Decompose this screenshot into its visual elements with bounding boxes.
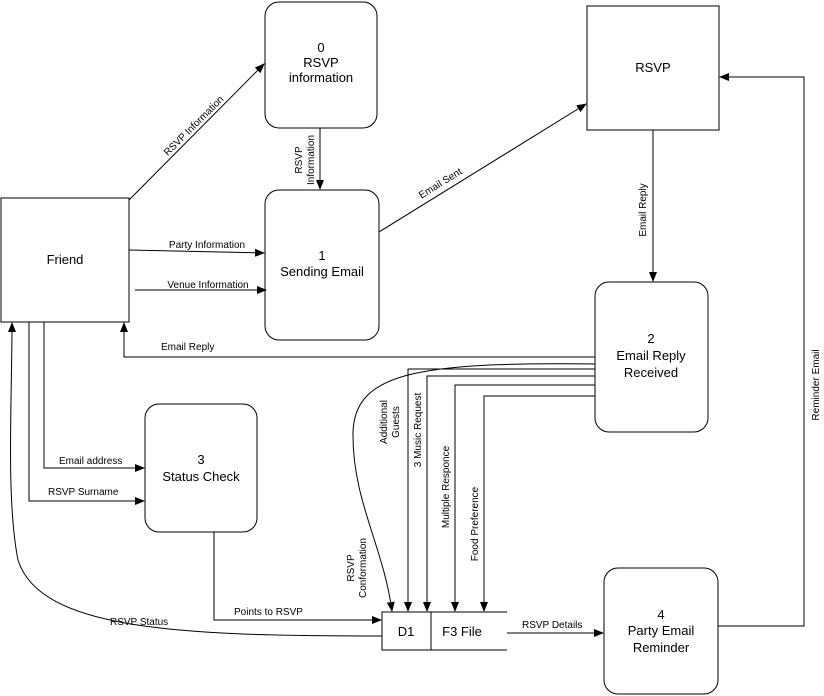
flow-party-information: Party Information xyxy=(128,240,265,257)
flow-venue-information-label: Venue Information xyxy=(167,280,248,291)
flow-music-request: 3 Music Request xyxy=(413,375,595,612)
entity-rsvp-label: RSVP xyxy=(635,60,670,75)
flow-multiple-responce-label: Multiple Responce xyxy=(441,445,452,528)
process-2-line1: Email Reply xyxy=(616,348,686,363)
flow-email-address: Email address xyxy=(43,322,145,472)
flow-email-address-label: Email address xyxy=(59,456,122,467)
flow-rsvp-conformation: RSVP Conformation xyxy=(346,363,596,612)
process-1-line1: Sending Email xyxy=(280,264,364,279)
process-1-sending-email[interactable]: 1 Sending Email xyxy=(264,189,380,341)
process-4-number: 4 xyxy=(657,607,664,622)
flow-rsvp-conformation-label-2: Conformation xyxy=(358,538,369,598)
flow-food-preference-label: Food Preference xyxy=(470,486,481,561)
flow-email-reply-down-label: Email Reply xyxy=(638,183,649,236)
process-3-number: 3 xyxy=(197,452,204,467)
flow-rsvp-status: RSVP Status xyxy=(7,322,383,637)
datastore-d1-f3-file[interactable]: D1 F3 File xyxy=(381,611,507,651)
process-0-line2: information xyxy=(289,70,353,85)
flow-rsvp-information: RSVP Information xyxy=(128,63,265,201)
flow-food-preference: Food Preference xyxy=(470,395,595,612)
flow-music-request-label: 3 Music Request xyxy=(413,393,424,468)
flow-venue-information: Venue Information xyxy=(135,280,267,294)
datastore-id: D1 xyxy=(398,624,415,639)
flow-rsvp-details: RSVP Details xyxy=(507,620,604,637)
entity-rsvp[interactable]: RSVP xyxy=(586,5,720,131)
process-0-rsvp-information[interactable]: 0 RSVP information xyxy=(264,1,378,129)
flow-rsvp-info-label-2: Information xyxy=(306,135,317,185)
flow-rsvp-info-to-sending: RSVP Information xyxy=(294,128,324,190)
flow-additional-guests: Additional Guests xyxy=(379,368,595,612)
flow-email-reply-back-label: Email Reply xyxy=(161,342,214,353)
process-4-party-email-reminder[interactable]: 4 Party Email Reminder xyxy=(603,567,719,695)
flow-rsvp-status-label: RSVP Status xyxy=(110,617,168,628)
flow-rsvp-details-label: RSVP Details xyxy=(522,620,582,631)
flow-additional-guests-label-2: Guests xyxy=(391,406,402,438)
flow-rsvp-information-label: RSVP Information xyxy=(162,94,226,158)
entity-friend[interactable]: Friend xyxy=(0,197,130,323)
flow-rsvp-surname: RSVP Surname xyxy=(28,322,145,505)
process-2-email-reply-received[interactable]: 2 Email Reply Received xyxy=(594,281,709,433)
flow-rsvp-surname-label: RSVP Surname xyxy=(48,487,119,498)
flow-additional-guests-label-1: Additional xyxy=(379,400,390,444)
flow-email-reply-down: Email Reply xyxy=(638,130,657,282)
flow-reminder-email: Reminder Email xyxy=(718,73,822,627)
flow-points-to-rsvp: Points to RSVP xyxy=(213,532,382,624)
flow-multiple-responce: Multiple Responce xyxy=(441,384,595,612)
flow-rsvp-conformation-label-1: RSVP xyxy=(346,554,357,582)
flow-email-sent: Email Sent xyxy=(378,103,587,233)
flow-reminder-email-label: Reminder Email xyxy=(811,349,822,420)
process-0-line1: RSVP xyxy=(303,55,338,70)
process-3-line1: Status Check xyxy=(162,469,240,484)
process-0-number: 0 xyxy=(317,40,324,55)
flow-email-reply-back: Email Reply xyxy=(120,322,595,358)
flow-rsvp-info-label-1: RSVP xyxy=(294,146,305,174)
process-4-line2: Reminder xyxy=(633,640,690,655)
process-2-line2: Received xyxy=(624,365,678,380)
process-2-number: 2 xyxy=(647,331,654,346)
flow-party-information-label: Party Information xyxy=(169,240,245,251)
datastore-name: F3 File xyxy=(442,624,482,639)
process-4-line1: Party Email xyxy=(628,623,695,638)
process-3-status-check[interactable]: 3 Status Check xyxy=(144,403,258,533)
entity-friend-label: Friend xyxy=(47,252,84,267)
flow-points-to-rsvp-label: Points to RSVP xyxy=(234,607,303,618)
process-1-number: 1 xyxy=(318,248,325,263)
